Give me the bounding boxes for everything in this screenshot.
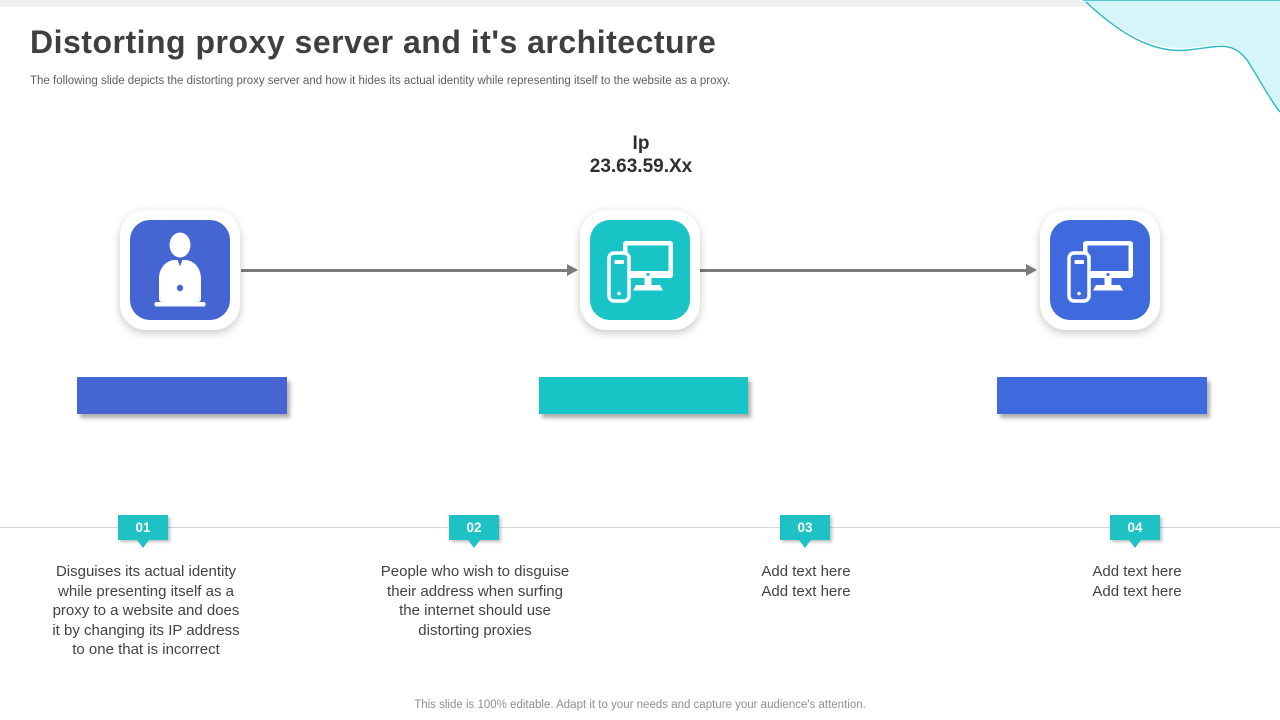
users-node-card <box>120 210 240 330</box>
step-badge-03: 03 <box>780 515 830 548</box>
step-number: 03 <box>797 520 813 535</box>
desktop-devices-icon <box>590 220 690 320</box>
user-at-laptop-icon <box>130 220 230 320</box>
step-number: 04 <box>1127 520 1143 535</box>
arrow-proxy-to-target <box>700 264 1037 276</box>
users-label: Users <box>77 377 287 414</box>
timeline-divider <box>0 527 1280 528</box>
step-text-04: Add text here Add text here <box>1092 563 1182 600</box>
proxy-server-label: Proxy server (PPS) <box>539 377 748 414</box>
arrowhead-icon <box>567 264 578 276</box>
desktop-devices-icon <box>1050 220 1150 320</box>
target-web-server-label: Target web-server <box>997 377 1207 414</box>
badge-pointer-icon <box>1129 540 1141 548</box>
step-number: 01 <box>135 520 151 535</box>
target-node-card <box>1040 210 1160 330</box>
arrow-users-to-proxy <box>241 264 578 276</box>
ip-label-line1: Ip <box>632 133 650 154</box>
step-text-01: Disguises its actual identity while pres… <box>52 563 240 658</box>
step-text-02: People who wish to disguise their addres… <box>380 563 570 639</box>
arrowhead-icon <box>1026 264 1037 276</box>
ip-label-line2: 23.63.59.Xx <box>589 156 693 177</box>
corner-wave-decoration <box>1083 0 1280 113</box>
badge-pointer-icon <box>468 540 480 548</box>
step-badge-02: 02 <box>449 515 499 548</box>
step-badge-01: 01 <box>118 515 168 548</box>
proxy-node-card <box>580 210 700 330</box>
step-number: 02 <box>466 520 482 535</box>
badge-pointer-icon <box>137 540 149 548</box>
slide-title: Distorting proxy server and it's archite… <box>30 24 717 60</box>
top-edge-strip <box>0 0 1280 7</box>
step-badge-04: 04 <box>1110 515 1160 548</box>
ip-address-label: Ip 23.63.59.Xx <box>541 132 741 178</box>
badge-pointer-icon <box>799 540 811 548</box>
slide-subtitle: The following slide depicts the distorti… <box>30 75 731 87</box>
step-text-03: Add text here Add text here <box>761 563 851 600</box>
footer-note: This slide is 100% editable. Adapt it to… <box>414 699 866 711</box>
